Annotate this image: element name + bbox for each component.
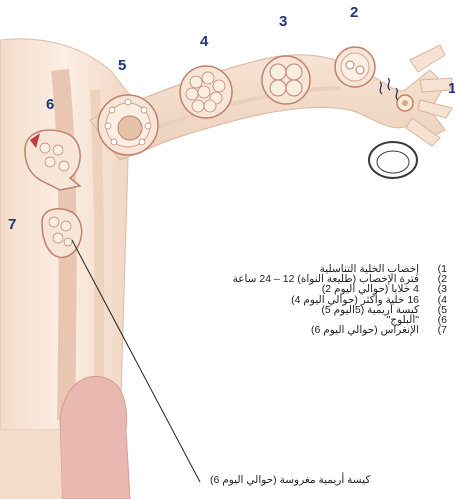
stage-number-2: 2 [350,4,358,21]
stage-number-1: 1 [448,80,455,97]
stage5-blastocyst [98,95,158,155]
implanted-blastocyst-caption: كيسة أريمية مغروسة (حوالي اليوم 6) [210,474,453,486]
stage4-morula [180,66,232,118]
stage-number-5: 5 [118,57,126,74]
stage-number-3: 3 [279,13,287,30]
stage3-four-cells [262,56,310,104]
stage-number-7: 7 [8,216,16,233]
cervix [60,376,130,499]
stage2-zygote [335,47,375,87]
stage-number-6: 6 [46,96,54,113]
legend-item: الإنغراس (حوالي اليوم 6) (7 [170,325,453,335]
legend-number: (7 [438,325,447,335]
stage-number-4: 4 [200,33,208,50]
stage-legend: إخصاب الخلية التناسلية (1 فترة الإخصاب (… [170,264,453,335]
legend-text: الإنغراس (حوالي اليوم 6) [311,325,419,335]
